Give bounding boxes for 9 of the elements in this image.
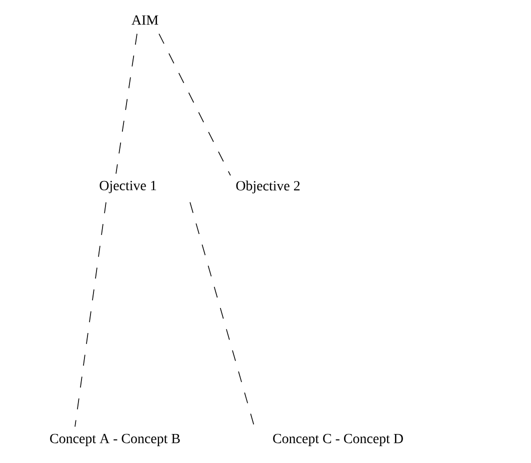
connector-line bbox=[74, 202, 106, 428]
node-label: Concept C - Concept D bbox=[273, 434, 403, 446]
node-label: Concept A - Concept B bbox=[50, 434, 180, 446]
node-label: Objective 2 bbox=[236, 180, 300, 194]
node-label: AIM bbox=[132, 15, 158, 25]
connector-line bbox=[158, 33, 231, 176]
connector-line bbox=[190, 202, 255, 428]
node-label: Ojective 1 bbox=[100, 180, 156, 194]
connector-line bbox=[116, 33, 138, 174]
